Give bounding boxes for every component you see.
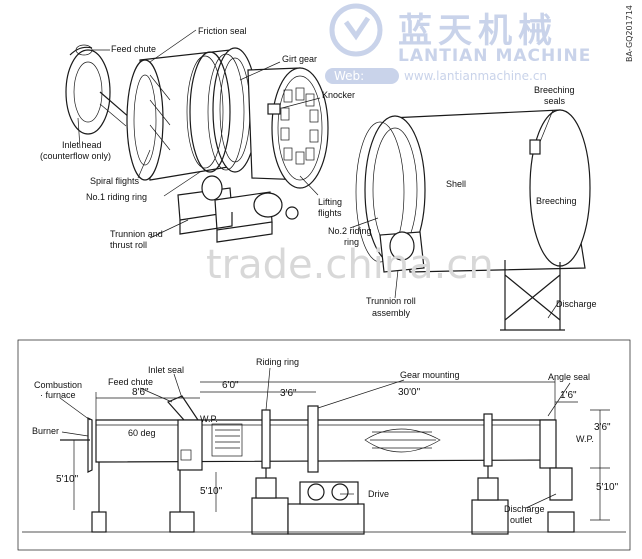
label-trunnion-roll-2: assembly [372,308,411,318]
label-discharge: Discharge [556,299,597,309]
web-tag-bg [325,68,399,84]
dim-1-6: 1'6" [560,390,577,401]
brand-watermark: 蓝天机械 LANTIAN MACHINE Web: www.lantianmac… [325,3,634,84]
dim-8-6: 8'6" [132,387,149,398]
label-wp-left: W.P. [200,414,218,424]
top-leader-lines [77,29,561,319]
web-url: www.lantianmachine.cn [404,69,547,83]
label-trunnion-roll-1: Trunnion roll [366,296,416,306]
label-trunnion-2: thrust roll [110,240,147,250]
inlet-head [65,49,111,135]
label-gear-mounting: Gear mounting [400,370,460,380]
label-feed-chute-bottom: Feed chute [108,377,153,387]
elevation-riding-ring-2 [483,413,493,467]
label-furnace: · furnace [40,390,76,400]
riding-ring-1 [189,51,231,173]
label-burner: Burner [32,426,59,436]
dim-6-0: 6'0" [222,380,239,391]
label-flights: flights [318,208,342,218]
discharge-outlet [549,467,573,501]
label-girt-gear: Girt gear [282,54,317,64]
web-tag: Web: [334,69,364,83]
label-shell: Shell [446,179,466,189]
bottom-leader-lines [59,367,571,509]
center-watermark: trade.china.cn [206,242,494,288]
elevation-feed-chute [166,395,200,421]
dim-30-0: 30'0" [398,387,421,398]
label-knocker: Knocker [322,90,355,100]
label-riding-ring-2b: ring [344,237,359,247]
label-drive: Drive [368,489,389,499]
trunnion-1 [255,477,277,499]
label-lifting: Lifting [318,197,342,207]
dim-3-6-right: 3'6" [594,422,611,433]
label-breeching-seals-2: seals [544,96,566,106]
label-spiral-flights: Spiral flights [90,176,140,186]
label-trunnion-1: Trunnion and [110,229,163,239]
lifting-flights-section [271,67,329,189]
combustion-furnace [87,417,93,473]
breeching-seals [529,139,541,155]
dim-5-10-left: 5'10" [56,474,79,485]
breeching [529,109,591,267]
spiral-flights [149,74,171,151]
trunnion-thrust-roll [177,175,299,243]
label-inlet-head-note: (counterflow only) [40,151,111,161]
label-discharge-outlet-1: Discharge [504,504,545,514]
discharge-stand [500,260,565,331]
dim-3-6: 3'6" [280,388,297,399]
dimension-lines [73,378,610,521]
label-breeching: Breeching [536,196,577,206]
drive-unit [299,481,359,505]
top-exploded-view: Friction seal Feed chute Girt gear Knock… [40,26,597,331]
elevation-flights-left [211,423,243,457]
elevation-riding-ring-1 [261,409,271,469]
label-wp-right: W.P. [576,434,594,444]
elevation-flights-middle [364,428,441,453]
angle-seal [539,419,557,469]
foundations [22,497,626,535]
label-angle: 60 deg [128,428,156,438]
label-breeching-seals-1: Breeching [534,85,575,95]
label-angle-seal: Angle seal [548,372,590,382]
elevation-gear [307,405,319,473]
label-inlet-seal: Inlet seal [148,365,184,375]
label-combustion: Combustion [34,380,82,390]
label-feed-chute: Feed chute [111,44,156,54]
label-riding-ring-2a: No.2 riding [328,226,372,236]
brand-name-en: LANTIAN MACHINE [398,46,591,66]
drawing-code: BA-GQ201714 [625,5,634,62]
dim-5-10-right: 5'10" [596,482,619,493]
label-inlet-head: Inlet head [62,140,102,150]
lifting-flights [280,87,319,165]
side-elevation-view: Combustion · furnace Burner Feed chute I… [17,339,631,551]
label-discharge-outlet-2: outlet [510,515,533,525]
trunnion-2 [477,477,499,501]
knocker [267,103,281,115]
brand-name-cn: 蓝天机械 [398,11,558,51]
label-friction-seal: Friction seal [198,26,247,36]
brand-logo [329,3,383,57]
dim-5-10-mid: 5'10" [200,486,223,497]
label-riding-ring: Riding ring [256,357,299,367]
label-riding-ring-1: No.1 riding ring [86,192,147,202]
